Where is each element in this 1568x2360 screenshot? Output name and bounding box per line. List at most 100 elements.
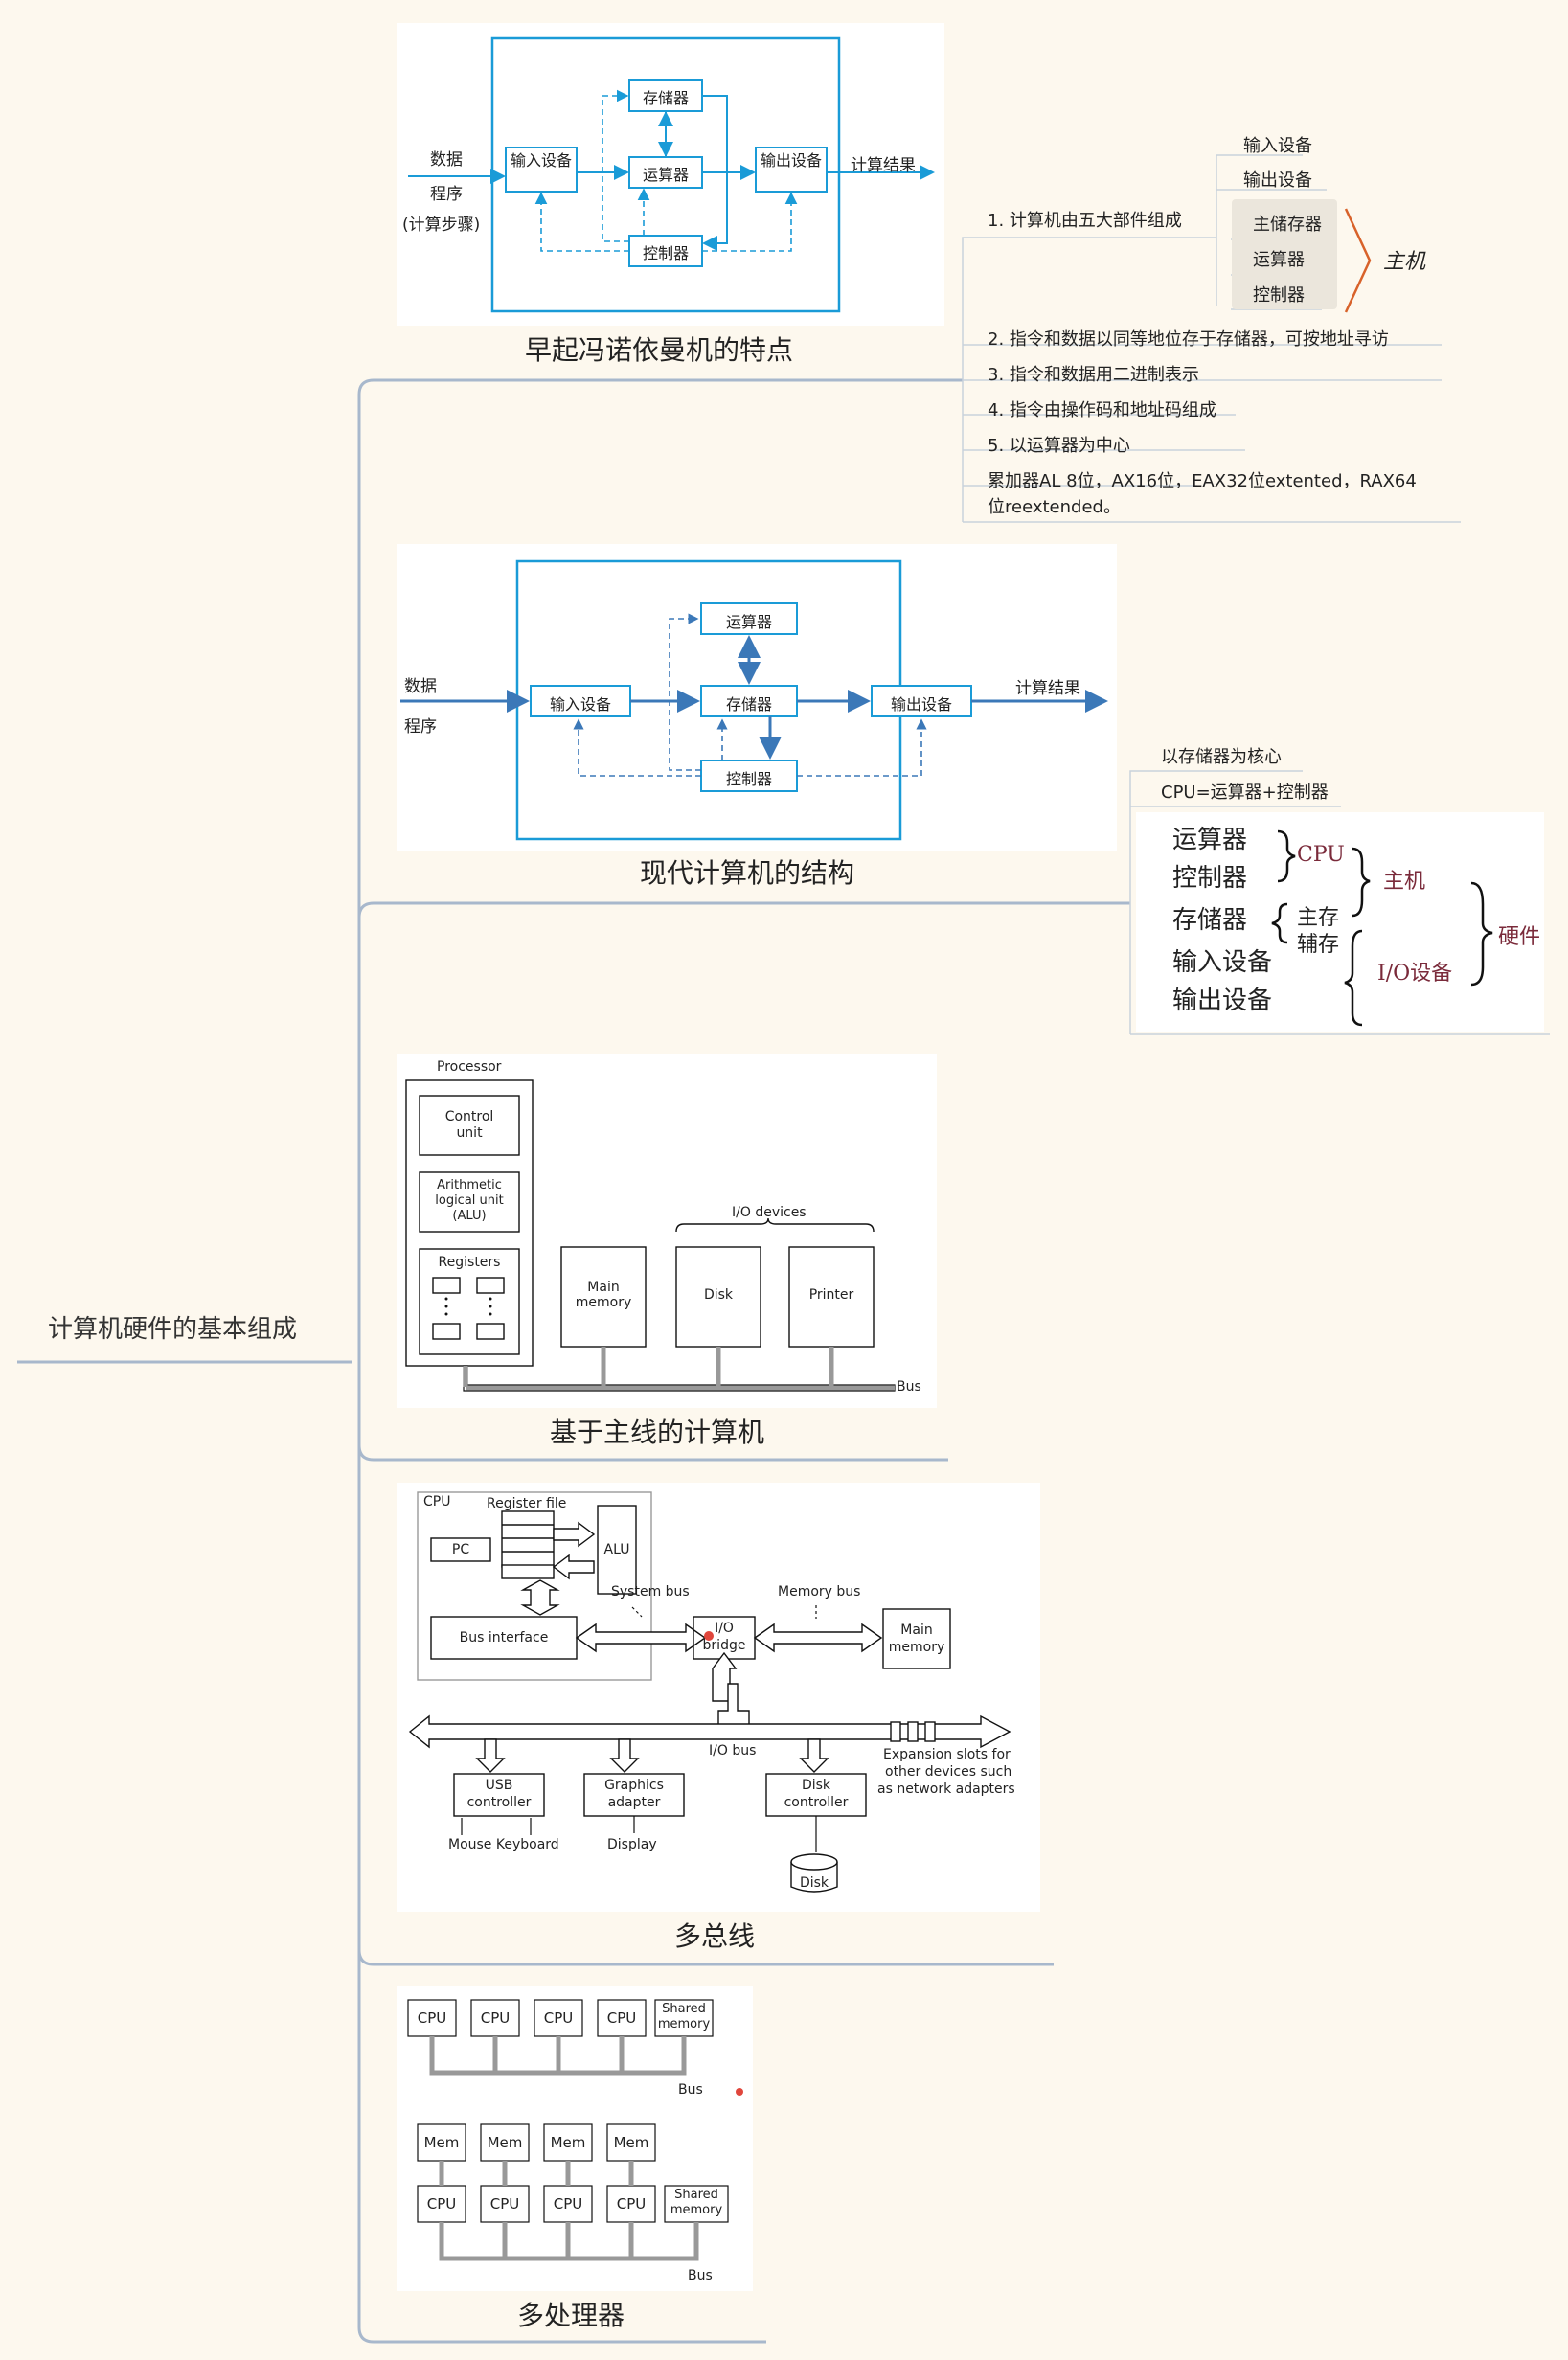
s4-expansion-l2: other devices such bbox=[885, 1764, 1012, 1780]
s2-control-box: 控制器 bbox=[725, 770, 772, 788]
s3-printer: Printer bbox=[808, 1287, 854, 1303]
s5-bottom-cpu-2: CPU bbox=[489, 2195, 520, 2212]
classify-aux-storage: 辅存 bbox=[1297, 933, 1340, 957]
s1-note-6a[interactable]: 累加器AL 8位，AX16位，EAX32位extented，RAX64 bbox=[988, 471, 1417, 491]
s4-caption[interactable]: 多总线 bbox=[674, 1920, 756, 1952]
s2-caption[interactable]: 现代计算机的结构 bbox=[640, 857, 855, 889]
s1-note-2[interactable]: 2. 指令和数据以同等地位存于存储器，可按地址寻访 bbox=[988, 329, 1389, 350]
s5-top-bus: Bus bbox=[678, 2082, 703, 2098]
s5-mem-2: Mem bbox=[487, 2134, 523, 2151]
s4-register-file: Register file bbox=[487, 1496, 567, 1511]
s2-note-core[interactable]: 以存储器为核心 bbox=[1161, 747, 1282, 767]
s2-output-box: 输出设备 bbox=[890, 695, 952, 714]
s4-system-bus: System bus bbox=[611, 1584, 690, 1600]
s4-main-memory-l2: memory bbox=[888, 1640, 945, 1655]
s3-alu-l3: (ALU) bbox=[452, 1209, 487, 1223]
s3-registers-label: Registers bbox=[438, 1255, 501, 1270]
s2-classify-panel[interactable]: 运算器 控制器 存储器 输入设备 输出设备 CPU 主存 辅存 主机 I/O设备… bbox=[1136, 812, 1544, 1032]
classify-main-storage: 主存 bbox=[1297, 906, 1340, 930]
classify-item-output: 输出设备 bbox=[1172, 987, 1273, 1015]
s3-disk: Disk bbox=[703, 1287, 734, 1303]
s5-bottom-shared-l1: Shared bbox=[674, 2188, 718, 2202]
s4-cpu-label: CPU bbox=[423, 1494, 451, 1509]
s4-disk-controller-l2: controller bbox=[784, 1795, 849, 1810]
s5-diagram bbox=[407, 1999, 743, 2261]
s5-bottom-cpu-4: CPU bbox=[616, 2195, 647, 2212]
s2-storage-box: 存储器 bbox=[725, 695, 772, 714]
s2-result-label: 计算结果 bbox=[1015, 679, 1080, 698]
classify-item-input: 输入设备 bbox=[1172, 948, 1273, 977]
s2-input-box: 输入设备 bbox=[549, 695, 611, 714]
classify-io: I/O设备 bbox=[1377, 962, 1453, 986]
s4-io-bus: I/O bus bbox=[709, 1743, 757, 1759]
s5-top-cpu-3: CPU bbox=[543, 2009, 574, 2027]
s5-top-shared-l1: Shared bbox=[662, 2002, 706, 2016]
s4-usb-l1: USB bbox=[485, 1778, 513, 1793]
s4-io-bridge-l1: I/O bbox=[715, 1621, 734, 1636]
s3-main-memory-l1: Main bbox=[587, 1280, 620, 1295]
s1-input-box: 输入设备 bbox=[510, 151, 572, 170]
classify-braces bbox=[1271, 829, 1493, 1027]
root-topic[interactable]: 计算机硬件的基本组成 bbox=[48, 1315, 298, 1344]
s1-note-3[interactable]: 3. 指令和数据用二进制表示 bbox=[988, 365, 1199, 385]
s3-alu-l2: logical unit bbox=[435, 1193, 504, 1208]
s1-diagram bbox=[408, 36, 935, 313]
s4-disk-controller-l1: Disk bbox=[801, 1778, 831, 1793]
s5-caption[interactable]: 多处理器 bbox=[517, 2300, 625, 2331]
s1-storage-box: 存储器 bbox=[642, 89, 689, 107]
s3-caption[interactable]: 基于主线的计算机 bbox=[550, 1417, 765, 1448]
s2-figure: 数据 程序 输入设备 运算器 存储器 输出设备 控制器 计算结果 bbox=[397, 544, 1117, 851]
classify-cpu: CPU bbox=[1297, 843, 1345, 867]
s4-main-memory-l1: Main bbox=[900, 1622, 933, 1638]
s3-io-devices-label: I/O devices bbox=[732, 1205, 807, 1220]
s1-alu-box: 运算器 bbox=[642, 166, 689, 184]
s2-in-label-data: 数据 bbox=[404, 677, 437, 696]
s1-host-group bbox=[1232, 199, 1337, 309]
s1-note-1-sub-control[interactable]: 控制器 bbox=[1253, 285, 1305, 306]
s4-expansion-l3: as network adapters bbox=[877, 1781, 1015, 1797]
s2-note-cpu-eq[interactable]: CPU=运算器+控制器 bbox=[1161, 783, 1329, 803]
s1-note-1-sub-input[interactable]: 输入设备 bbox=[1243, 136, 1312, 156]
s2-diagram bbox=[400, 559, 1108, 841]
s3-control-unit-l1: Control bbox=[444, 1109, 494, 1124]
s3-processor-label: Processor bbox=[437, 1059, 502, 1075]
s1-control-box: 控制器 bbox=[642, 244, 689, 262]
s1-result-label: 计算结果 bbox=[851, 156, 916, 175]
s5-mem-3: Mem bbox=[550, 2134, 586, 2151]
s4-usb-l2: controller bbox=[466, 1795, 532, 1810]
s4-disk: Disk bbox=[799, 1875, 829, 1891]
classify-item-alu: 运算器 bbox=[1172, 826, 1248, 854]
s1-note-1-sub-output[interactable]: 输出设备 bbox=[1243, 170, 1312, 191]
s3-diagram bbox=[405, 1079, 896, 1392]
s1-figure: 数据 程序 (计算步骤) 输入设备 存储器 运算器 输出设备 控制器 计算结果 bbox=[397, 23, 944, 326]
s1-in-label-program: 程序 bbox=[430, 185, 463, 204]
s1-note-5[interactable]: 5. 以运算器为中心 bbox=[988, 436, 1130, 456]
s4-alu: ALU bbox=[603, 1542, 630, 1557]
s5-bottom-bus: Bus bbox=[688, 2268, 713, 2283]
s1-output-box: 输出设备 bbox=[760, 151, 822, 170]
s5-top-cpu-2: CPU bbox=[480, 2009, 511, 2027]
s1-note-1-sub-alu[interactable]: 运算器 bbox=[1253, 250, 1305, 270]
s5-mem-1: Mem bbox=[423, 2134, 460, 2151]
s5-bottom-cpu-3: CPU bbox=[553, 2195, 583, 2212]
s3-bus-label: Bus bbox=[897, 1379, 921, 1395]
s4-pc: PC bbox=[451, 1542, 470, 1557]
s4-graphics-l1: Graphics bbox=[604, 1778, 664, 1793]
s4-bus-interface: Bus interface bbox=[459, 1630, 549, 1645]
s1-note-1-sub-mainstorage[interactable]: 主储存器 bbox=[1253, 215, 1322, 235]
s4-mouse-keyboard: Mouse Keyboard bbox=[448, 1837, 559, 1852]
s1-note-4[interactable]: 4. 指令由操作码和地址码组成 bbox=[988, 400, 1216, 420]
s1-in-label-steps: (计算步骤) bbox=[402, 216, 481, 235]
s4-diagram bbox=[408, 1491, 1011, 1893]
s1-note-6b[interactable]: 位reextended。 bbox=[988, 497, 1121, 517]
s4-figure: CPU Register file PC ALU System bus Memo… bbox=[397, 1483, 1040, 1912]
classify-host: 主机 bbox=[1383, 870, 1426, 894]
s4-graphics-l2: adapter bbox=[607, 1795, 661, 1810]
s2-in-label-program: 程序 bbox=[404, 717, 437, 737]
s1-caption[interactable]: 早起冯诺依曼机的特点 bbox=[525, 334, 794, 366]
s3-control-unit-l2: unit bbox=[456, 1125, 483, 1141]
s1-note-1[interactable]: 1. 计算机由五大部件组成 bbox=[988, 211, 1182, 231]
s5-top-cpu-4: CPU bbox=[606, 2009, 637, 2027]
classify-item-control: 控制器 bbox=[1172, 864, 1248, 893]
s3-figure: Processor Control unit Arithmetic logica… bbox=[397, 1054, 937, 1408]
